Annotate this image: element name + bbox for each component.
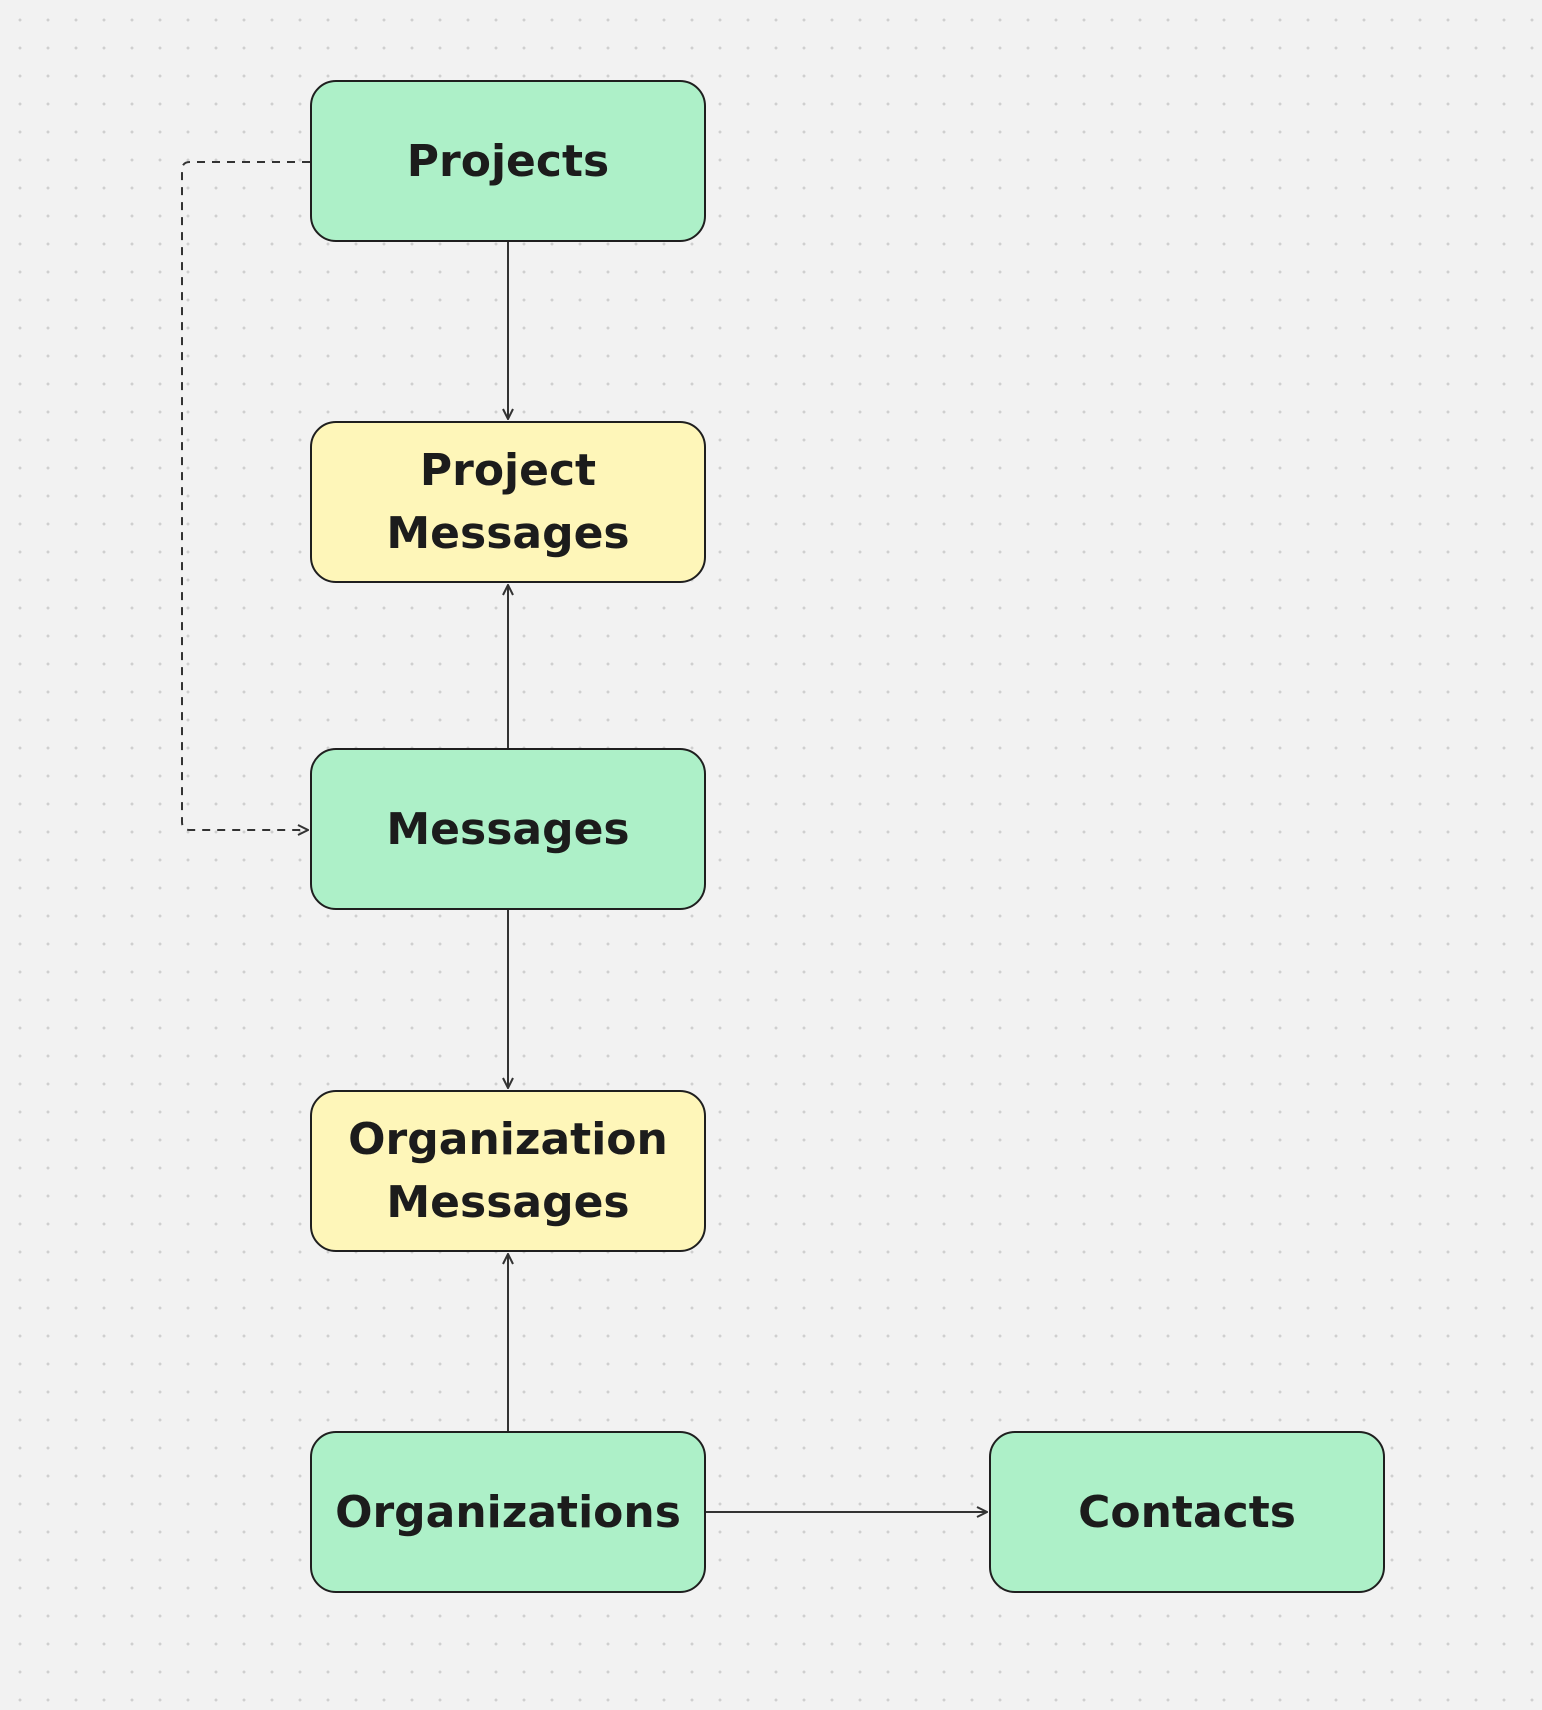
node-organization-messages[interactable]: Organization Messages <box>310 1090 706 1252</box>
node-messages-label: Messages <box>386 803 630 855</box>
node-organizations-label: Organizations <box>335 1486 681 1538</box>
node-project-messages-label: Project Messages <box>386 445 630 559</box>
node-contacts[interactable]: Contacts <box>989 1431 1385 1593</box>
node-projects[interactable]: Projects <box>310 80 706 242</box>
node-projects-label: Projects <box>406 135 610 187</box>
node-organization-messages-label: Organization Messages <box>348 1114 668 1228</box>
node-project-messages[interactable]: Project Messages <box>310 421 706 583</box>
node-organizations[interactable]: Organizations <box>310 1431 706 1593</box>
node-contacts-label: Contacts <box>1078 1486 1296 1538</box>
edge-projects-to-messages-dashed[interactable] <box>181 161 310 830</box>
node-messages[interactable]: Messages <box>310 748 706 910</box>
